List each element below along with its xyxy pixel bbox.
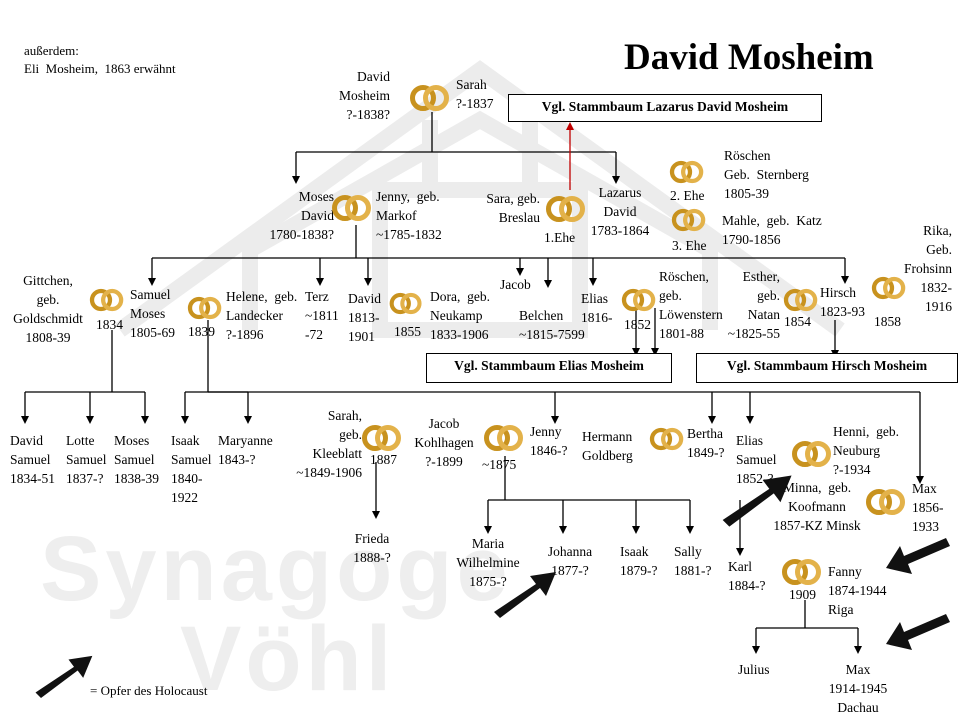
holocaust-victim-arrow-icon — [886, 614, 950, 650]
marriage-label-1: 1.Ehe — [544, 230, 576, 245]
marriage-year-1852: 1852 — [624, 317, 651, 332]
wedding-rings-icon — [89, 288, 124, 312]
person-jenny-markof: Jenny, geb. Markof ~1785-1832 — [376, 189, 442, 242]
person-samuel-moses: Samuel Moses 1805-69 — [130, 287, 175, 340]
note-line-1: außerdem: — [24, 43, 79, 58]
watermark-text-2: Vöhl — [180, 608, 395, 710]
person-sarah: Sarah ?-1837 — [456, 77, 494, 111]
wedding-rings-icon — [187, 296, 222, 320]
person-isaak-samuel: Isaak Samuel 1840- 1922 — [171, 433, 212, 505]
wedding-rings-icon — [362, 425, 401, 451]
person-hermann-goldberg: Hermann Goldberg — [582, 429, 633, 463]
person-terz: Terz ~1811 -72 — [305, 289, 339, 342]
holocaust-victim-arrow-icon — [494, 572, 556, 618]
person-esther-natan: Esther, geb. Natan ~1825-55 — [727, 269, 780, 341]
person-sara-breslau: Sara, geb. Breslau — [486, 191, 540, 225]
note-line-2: Eli Mosheim, 1863 erwähnt — [24, 61, 176, 76]
page-title: David Mosheim — [624, 37, 874, 78]
marriage-label-2: 2. Ehe — [670, 188, 705, 203]
person-dora-neukamp: Dora, geb. Neukamp 1833-1906 — [430, 289, 490, 342]
person-maria-wilhelmine: Maria Wilhelmine 1875-? — [456, 536, 520, 589]
person-minna-koofmann: Minna, geb. Koofmann 1857-KZ Minsk — [773, 480, 861, 533]
person-frieda: Frieda 1888-? — [353, 531, 391, 565]
holocaust-victim-arrow-icon — [35, 655, 93, 698]
wedding-rings-icon — [410, 85, 449, 111]
person-roeschen-loewenstern: Röschen, geb. Löwenstern 1801-88 — [659, 269, 723, 341]
person-mahle-katz: Mahle, geb. Katz 1790-1856 — [722, 213, 822, 247]
person-jacob-kohlhagen: Jacob Kohlhagen ?-1899 — [414, 416, 474, 469]
wedding-rings-icon — [484, 425, 523, 451]
wedding-rings-icon — [546, 196, 585, 222]
person-moses-samuel: Moses Samuel 1838-39 — [114, 433, 159, 486]
person-lazarus-david: Lazarus David 1783-1864 — [590, 185, 650, 238]
person-jenny-1846: Jenny 1846-? — [530, 424, 568, 458]
wedding-rings-icon — [671, 208, 706, 232]
legend-text: = Opfer des Holocaust — [90, 683, 208, 698]
ref-box-elias[interactable]: Vgl. Stammbaum Elias Mosheim — [426, 353, 672, 383]
person-lotte-samuel: Lotte Samuel 1837-? — [66, 433, 107, 486]
person-helene-landecker: Helene, geb. Landecker ?-1896 — [226, 289, 298, 342]
wedding-rings-icon — [389, 292, 422, 315]
person-elias: Elias 1816- — [581, 291, 613, 325]
person-julius: Julius — [738, 662, 770, 677]
person-sarah-kleeblatt: Sarah, geb. Kleeblatt ~1849-1906 — [296, 408, 362, 480]
person-hirsch: Hirsch 1823-93 — [820, 285, 865, 319]
marriage-year-1875: ~1875 — [482, 457, 517, 472]
person-roeschen-sternberg: Röschen Geb. Sternberg 1805-39 — [724, 148, 809, 201]
person-david-samuel: David Samuel 1834-51 — [10, 433, 55, 486]
marriage-label-3: 3. Ehe — [672, 238, 707, 253]
wedding-rings-icon — [649, 427, 684, 451]
wedding-rings-icon — [871, 276, 906, 300]
person-elias-samuel: Elias Samuel 1852-? — [736, 433, 777, 486]
note: außerdem: Eli Mosheim, 1863 erwähnt — [24, 42, 176, 78]
marriage-year-1839: 1839 — [188, 324, 215, 339]
holocaust-victim-arrow-icon — [886, 538, 950, 574]
person-rika-frohsinn: Rika, Geb. Frohsinn 1832- 1916 — [903, 223, 952, 314]
marriage-year-1887: 1887 — [370, 452, 397, 467]
marriage-year-1855: 1855 — [394, 324, 421, 339]
wedding-rings-icon — [783, 288, 818, 312]
person-david-mosheim: David Mosheim ?-1838? — [338, 69, 390, 122]
person-bertha: Bertha 1849-? — [687, 426, 725, 460]
marriage-year-1834: 1834 — [96, 317, 123, 332]
wedding-rings-icon — [669, 160, 704, 184]
person-fanny: Fanny 1874-1944 Riga — [828, 564, 887, 617]
wedding-rings-icon — [332, 195, 371, 221]
ref-box-lazarus[interactable]: Vgl. Stammbaum Lazarus David Mosheim — [508, 94, 822, 122]
person-isaak: Isaak 1879-? — [620, 544, 658, 578]
wedding-rings-icon — [792, 441, 831, 467]
person-karl: Karl 1884-? — [728, 559, 766, 593]
marriage-year-1909: 1909 — [789, 587, 816, 602]
person-maryanne: Maryanne 1843-? — [218, 433, 273, 467]
wedding-rings-icon — [621, 288, 656, 312]
marriage-year-1858: 1858 — [874, 314, 901, 329]
person-gittchen-goldschmidt: Gittchen, geb. Goldschmidt 1808-39 — [13, 273, 83, 345]
person-belchen: Belchen ~1815-7599 — [519, 308, 585, 342]
person-max-1914: Max 1914-1945 Dachau — [828, 662, 888, 715]
person-henni-neuburg: Henni, geb. Neuburg ?-1934 — [833, 424, 899, 477]
person-max-1856: Max 1856- 1933 — [912, 481, 944, 534]
person-sally: Sally 1881-? — [674, 544, 712, 578]
marriage-year-1854: 1854 — [784, 314, 811, 329]
person-jacob: Jacob — [500, 277, 531, 292]
ref-box-hirsch[interactable]: Vgl. Stammbaum Hirsch Mosheim — [696, 353, 958, 383]
person-johanna: Johanna 1877-? — [547, 544, 593, 578]
wedding-rings-icon — [782, 559, 821, 585]
person-david-1813: David 1813- 1901 — [348, 291, 381, 344]
person-moses-david: Moses David 1780-1838? — [269, 189, 335, 242]
watermark-text-1: Synagoge — [40, 518, 512, 620]
holocaust-victim-arrow-icon — [722, 475, 792, 527]
wedding-rings-icon — [866, 489, 905, 515]
